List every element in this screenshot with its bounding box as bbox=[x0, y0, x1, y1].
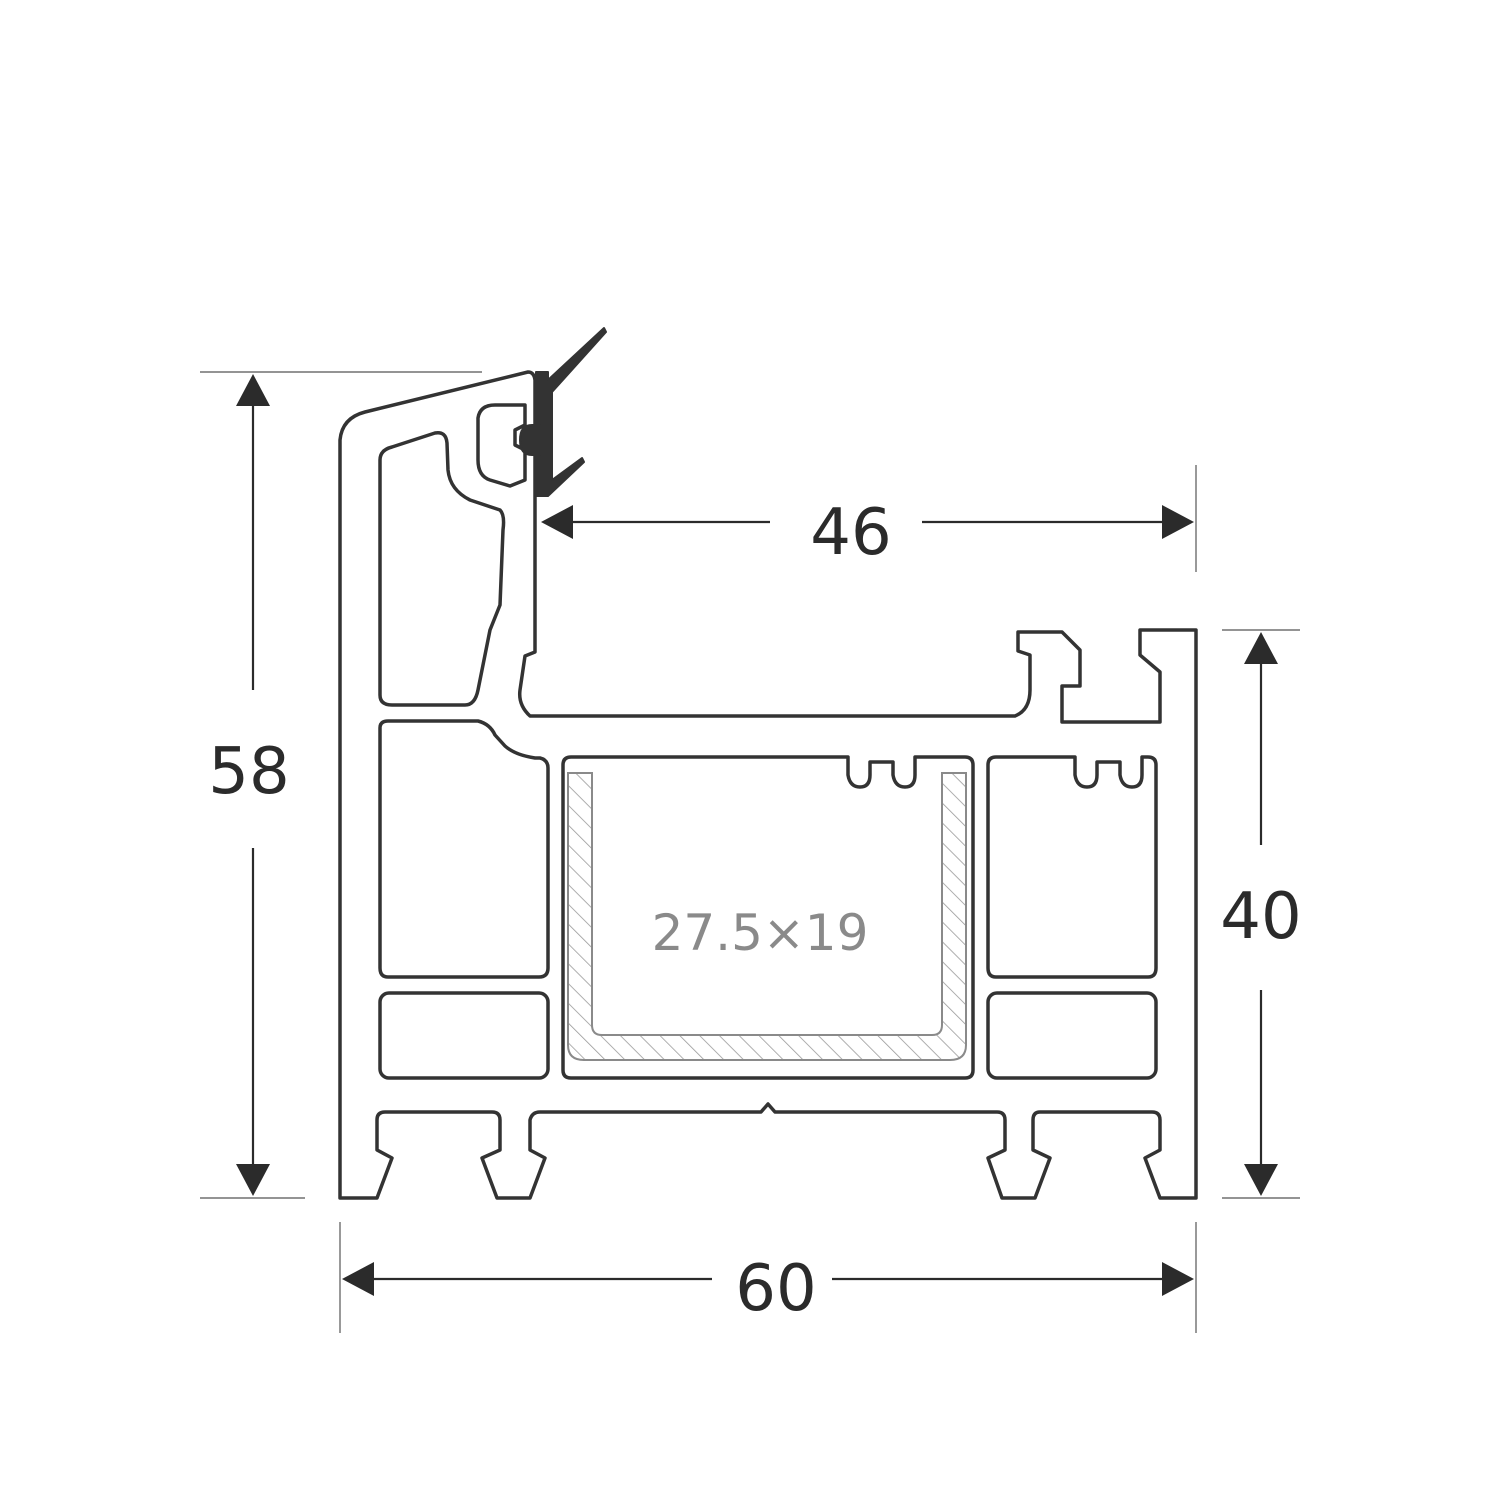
arrow-40-up-icon bbox=[1244, 632, 1278, 664]
middle-right-chamber bbox=[986, 755, 1158, 979]
gasket-seal bbox=[535, 327, 607, 497]
central-chamber bbox=[561, 755, 975, 1080]
upper-left-chamber bbox=[378, 430, 506, 707]
arrow-46-right-icon bbox=[1162, 505, 1194, 539]
dimension-58-label: 58 bbox=[208, 735, 289, 809]
arrow-40-down-icon bbox=[1244, 1164, 1278, 1196]
arrow-60-right-icon bbox=[1162, 1262, 1194, 1296]
middle-left-chamber bbox=[378, 719, 550, 979]
dimension-40-label: 40 bbox=[1220, 880, 1301, 954]
dimension-60-label: 60 bbox=[735, 1252, 816, 1326]
arrow-60-left-icon bbox=[342, 1262, 374, 1296]
arrow-58-down-icon bbox=[236, 1164, 270, 1196]
lower-left-chamber bbox=[378, 991, 550, 1080]
steel-reinforcement bbox=[567, 772, 967, 1061]
gasket-seal-tongue bbox=[519, 424, 541, 456]
dimension-46-label: 46 bbox=[810, 496, 891, 570]
arrow-46-left-icon bbox=[541, 505, 573, 539]
reinforcement-size-label: 27.5×19 bbox=[652, 904, 869, 962]
seal-groove bbox=[476, 403, 527, 488]
lower-right-chamber bbox=[986, 991, 1158, 1080]
arrow-58-up-icon bbox=[236, 374, 270, 406]
